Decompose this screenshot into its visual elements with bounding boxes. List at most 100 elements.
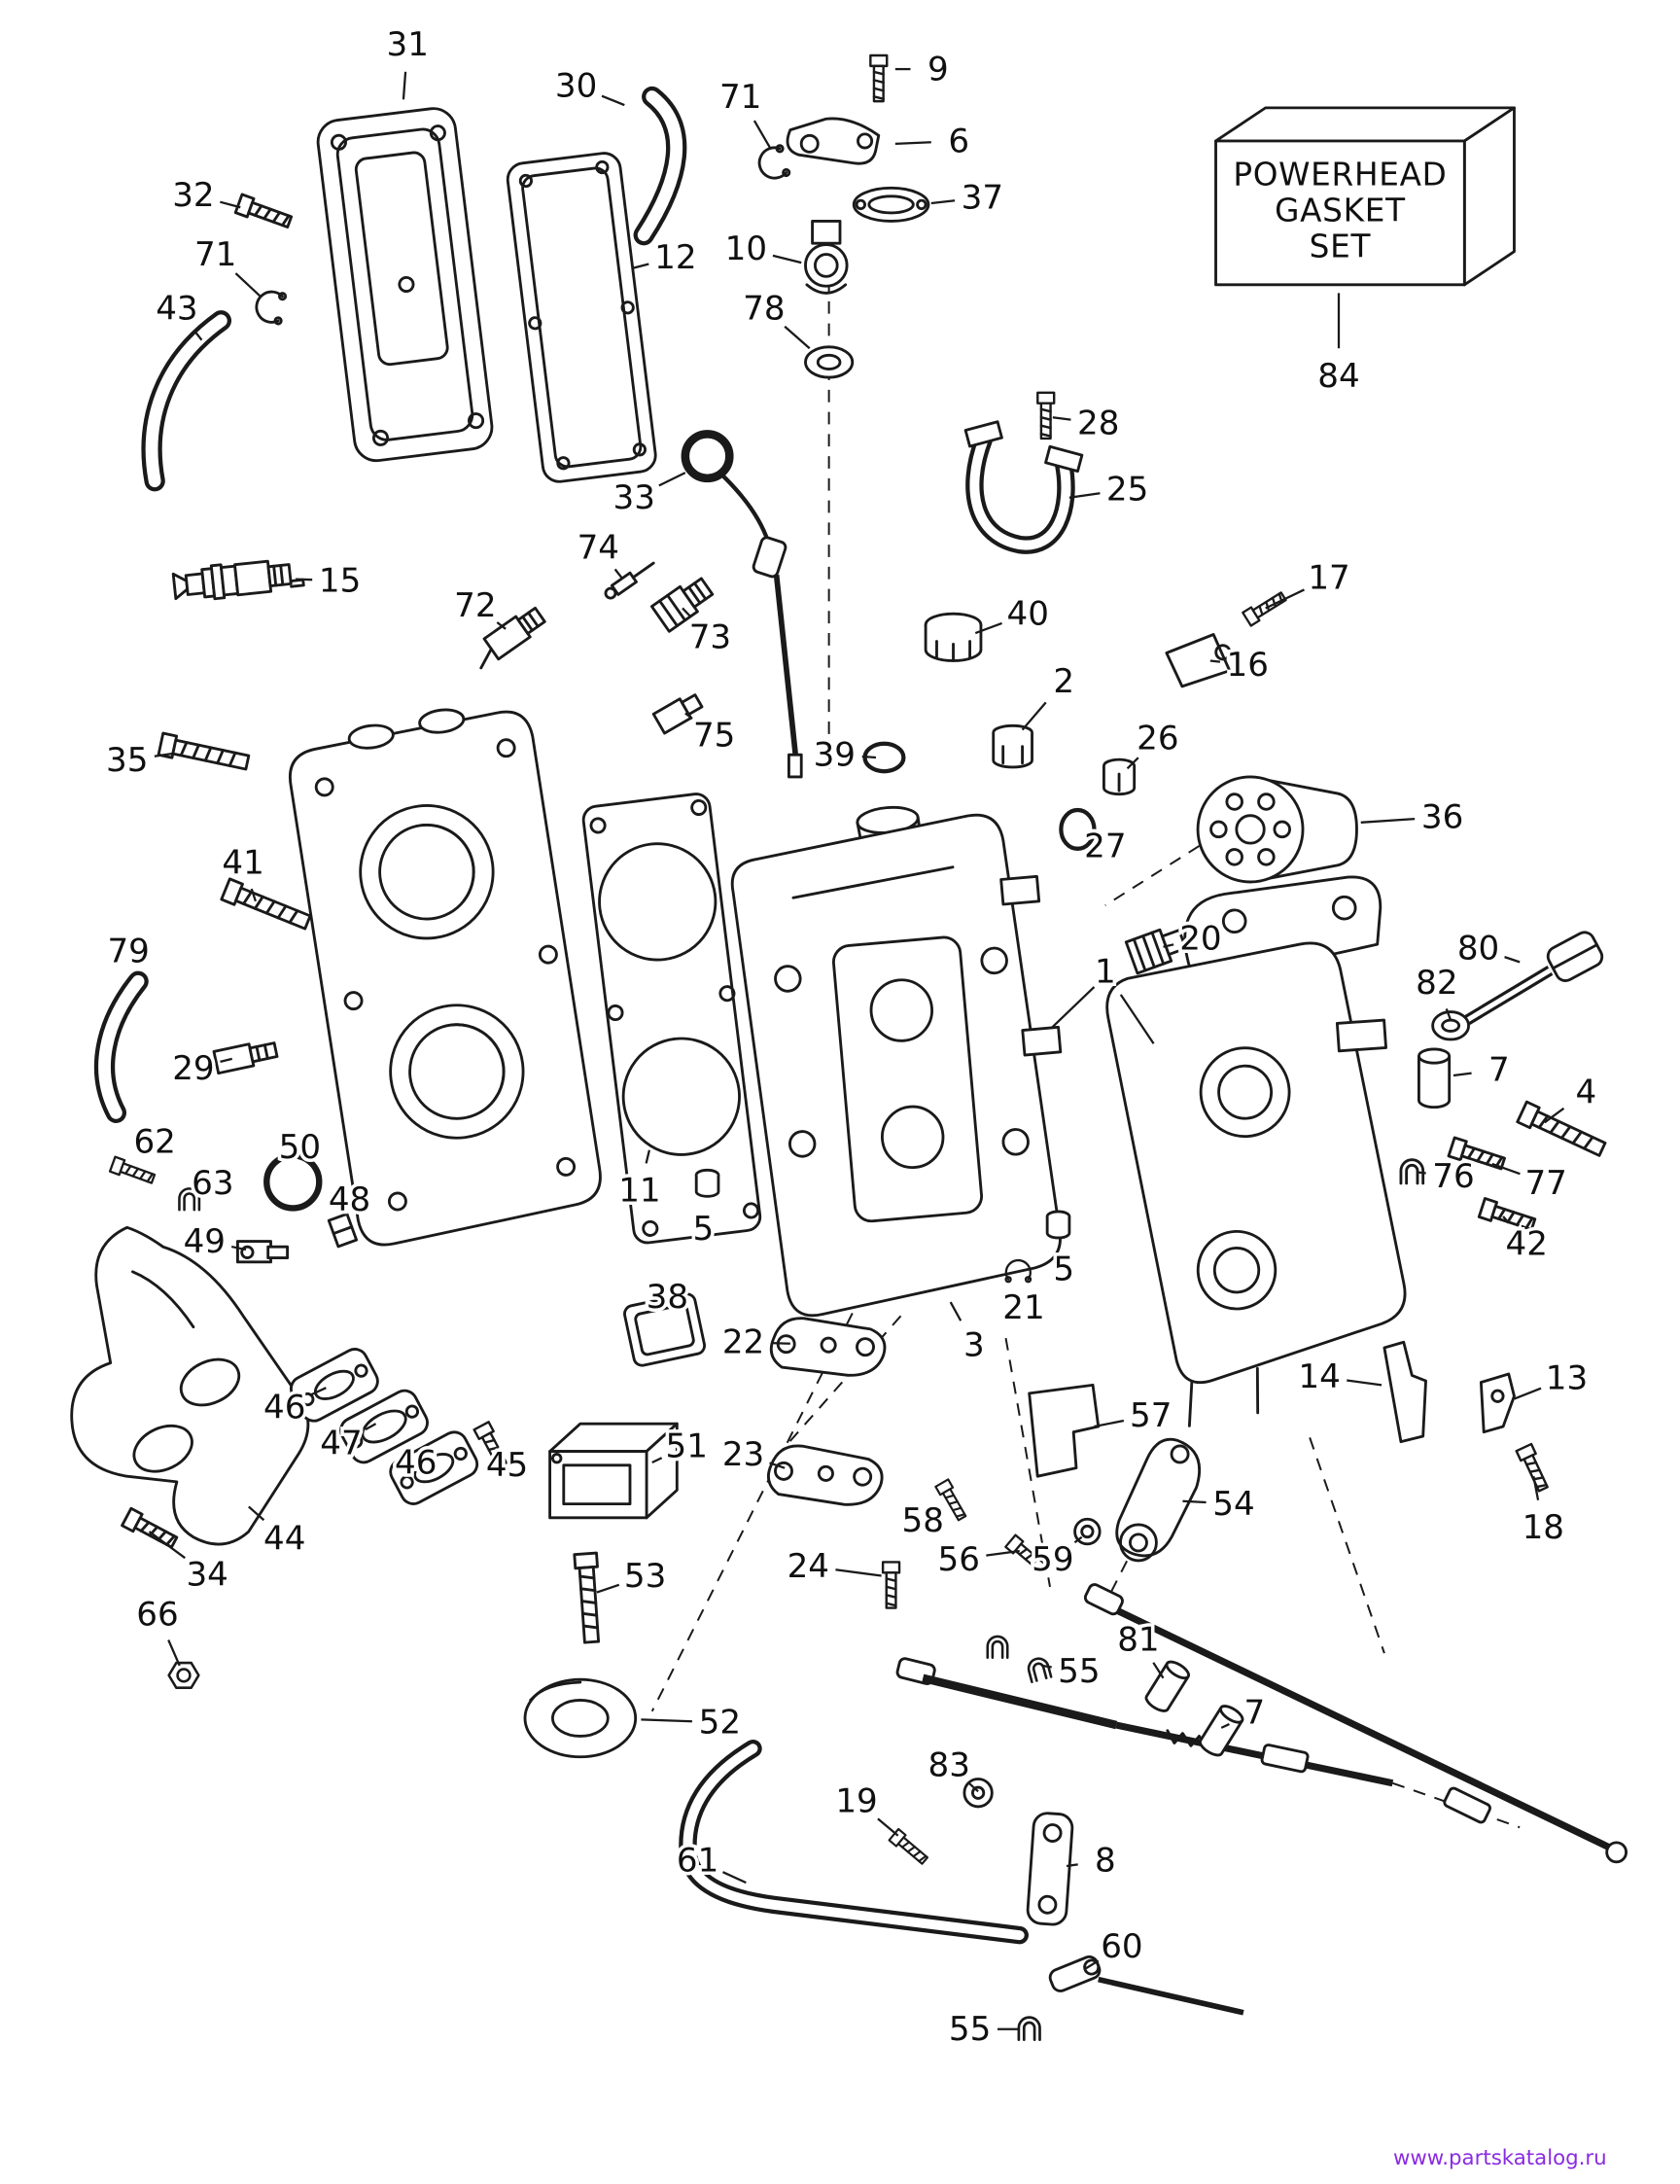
- part-number-19: 19: [835, 1782, 877, 1821]
- part-number-13: 13: [1546, 1359, 1588, 1398]
- plate-57: [1028, 1383, 1101, 1478]
- part-number-1: 1: [1095, 953, 1116, 992]
- part-number-25: 25: [1106, 471, 1148, 510]
- part-number-76: 76: [1432, 1157, 1474, 1196]
- part-number-79: 79: [107, 932, 149, 970]
- hose-79: [93, 970, 149, 1123]
- part-number-23: 23: [722, 1435, 764, 1474]
- part-number-18: 18: [1522, 1508, 1564, 1547]
- part-number-52: 52: [699, 1704, 741, 1743]
- part-number-74: 74: [578, 528, 619, 567]
- leader-line-82: [1445, 1008, 1452, 1021]
- plug-80: [1464, 931, 1604, 1025]
- part-number-43: 43: [156, 289, 197, 328]
- part-number-3: 3: [963, 1326, 985, 1365]
- leader-line-1: [1119, 994, 1155, 1044]
- part-number-37: 37: [962, 179, 1003, 218]
- leader-line-10: [772, 254, 802, 264]
- fitting-29: [212, 1041, 279, 1075]
- part-number-47: 47: [320, 1424, 362, 1462]
- leader-line-74: [613, 568, 623, 579]
- part-number-80: 80: [1457, 930, 1499, 969]
- leader-lines: [148, 67, 1565, 2030]
- bracket-22: [769, 1317, 887, 1377]
- seal-78: [804, 345, 855, 379]
- part-number-49: 49: [184, 1222, 226, 1261]
- leader-line-7: [1452, 1072, 1472, 1077]
- part-number-77: 77: [1524, 1164, 1566, 1203]
- leader-line-72: [496, 621, 507, 630]
- leader-line-14: [1347, 1379, 1382, 1387]
- lever-54: [1115, 1437, 1201, 1563]
- leader-line-31: [402, 71, 407, 100]
- part-number-73: 73: [689, 618, 731, 657]
- leader-line-41: [250, 888, 257, 902]
- part-number-4: 4: [1576, 1073, 1597, 1111]
- part-number-82: 82: [1416, 964, 1457, 1003]
- bracket-25: [963, 420, 1084, 554]
- part-number-11: 11: [618, 1171, 660, 1210]
- leader-line-44: [248, 1505, 265, 1522]
- leader-line-66: [167, 1639, 181, 1667]
- part-number-66: 66: [136, 1596, 178, 1635]
- part-number-16: 16: [1227, 646, 1269, 685]
- grommet-52: [523, 1677, 638, 1759]
- screw-28: [1036, 391, 1056, 440]
- gasket-37: [852, 186, 930, 223]
- bracket-13: [1479, 1372, 1516, 1434]
- bushing-7b: [1199, 1705, 1244, 1757]
- leader-line-11: [645, 1149, 651, 1164]
- hose-30: [633, 86, 687, 246]
- leader-line-8: [1066, 1863, 1078, 1868]
- leader-line-33: [658, 472, 686, 487]
- leader-line-76: [1417, 1171, 1426, 1175]
- part-number-32: 32: [172, 176, 214, 215]
- leader-line-43: [192, 329, 203, 341]
- hose-43: [141, 310, 232, 492]
- cylinder-block: [730, 805, 1063, 1318]
- screw-34: [121, 1506, 181, 1553]
- o-ring-27: [1059, 807, 1097, 851]
- leader-line-47: [365, 1423, 377, 1431]
- circlip-71-top: [754, 143, 791, 184]
- sensor-73: [649, 577, 715, 633]
- leader-line-22: [770, 1342, 790, 1345]
- leader-line-24: [835, 1568, 882, 1577]
- reed-valve-housing: [548, 1422, 679, 1520]
- bolt-41: [220, 877, 314, 934]
- leader-line-3: [949, 1301, 962, 1321]
- sensor-72: [479, 606, 546, 670]
- washer-82: [1431, 1010, 1470, 1041]
- part-number-28: 28: [1077, 404, 1119, 442]
- gasket-46-b: [389, 1430, 479, 1505]
- leader-line-55: [1041, 1664, 1052, 1669]
- screw-18: [1515, 1442, 1553, 1495]
- filler-plug-40: [924, 612, 983, 662]
- leader-line-4: [1544, 1107, 1565, 1124]
- part-number-7: 7: [1488, 1051, 1510, 1090]
- cylinder-81: [1144, 1660, 1191, 1712]
- bracket-6: [786, 117, 881, 165]
- leader-line-80: [1504, 956, 1521, 964]
- part-number-40: 40: [1007, 595, 1049, 634]
- needle-74: [604, 561, 655, 600]
- leader-line-77: [1491, 1162, 1521, 1176]
- part-number-2: 2: [1053, 662, 1074, 701]
- plug-5a: [694, 1168, 720, 1198]
- leader-line-53: [596, 1583, 620, 1594]
- part-number-30: 30: [555, 67, 597, 106]
- gasket-box-line2: GASKET: [1275, 192, 1406, 229]
- plug-75: [651, 693, 704, 735]
- leader-line-40: [974, 621, 1002, 635]
- part-number-42: 42: [1506, 1225, 1548, 1264]
- part-number-46: 46: [263, 1388, 305, 1427]
- leader-line-7: [1220, 1723, 1230, 1729]
- leader-line-12: [632, 263, 649, 269]
- part-number-62: 62: [133, 1123, 175, 1162]
- bushing-7a: [1418, 1047, 1452, 1110]
- part-number-44: 44: [263, 1520, 305, 1559]
- leader-line-46: [308, 1387, 327, 1397]
- part-number-17: 17: [1308, 559, 1349, 598]
- part-number-34: 34: [186, 1555, 228, 1594]
- part-number-53: 53: [624, 1557, 666, 1596]
